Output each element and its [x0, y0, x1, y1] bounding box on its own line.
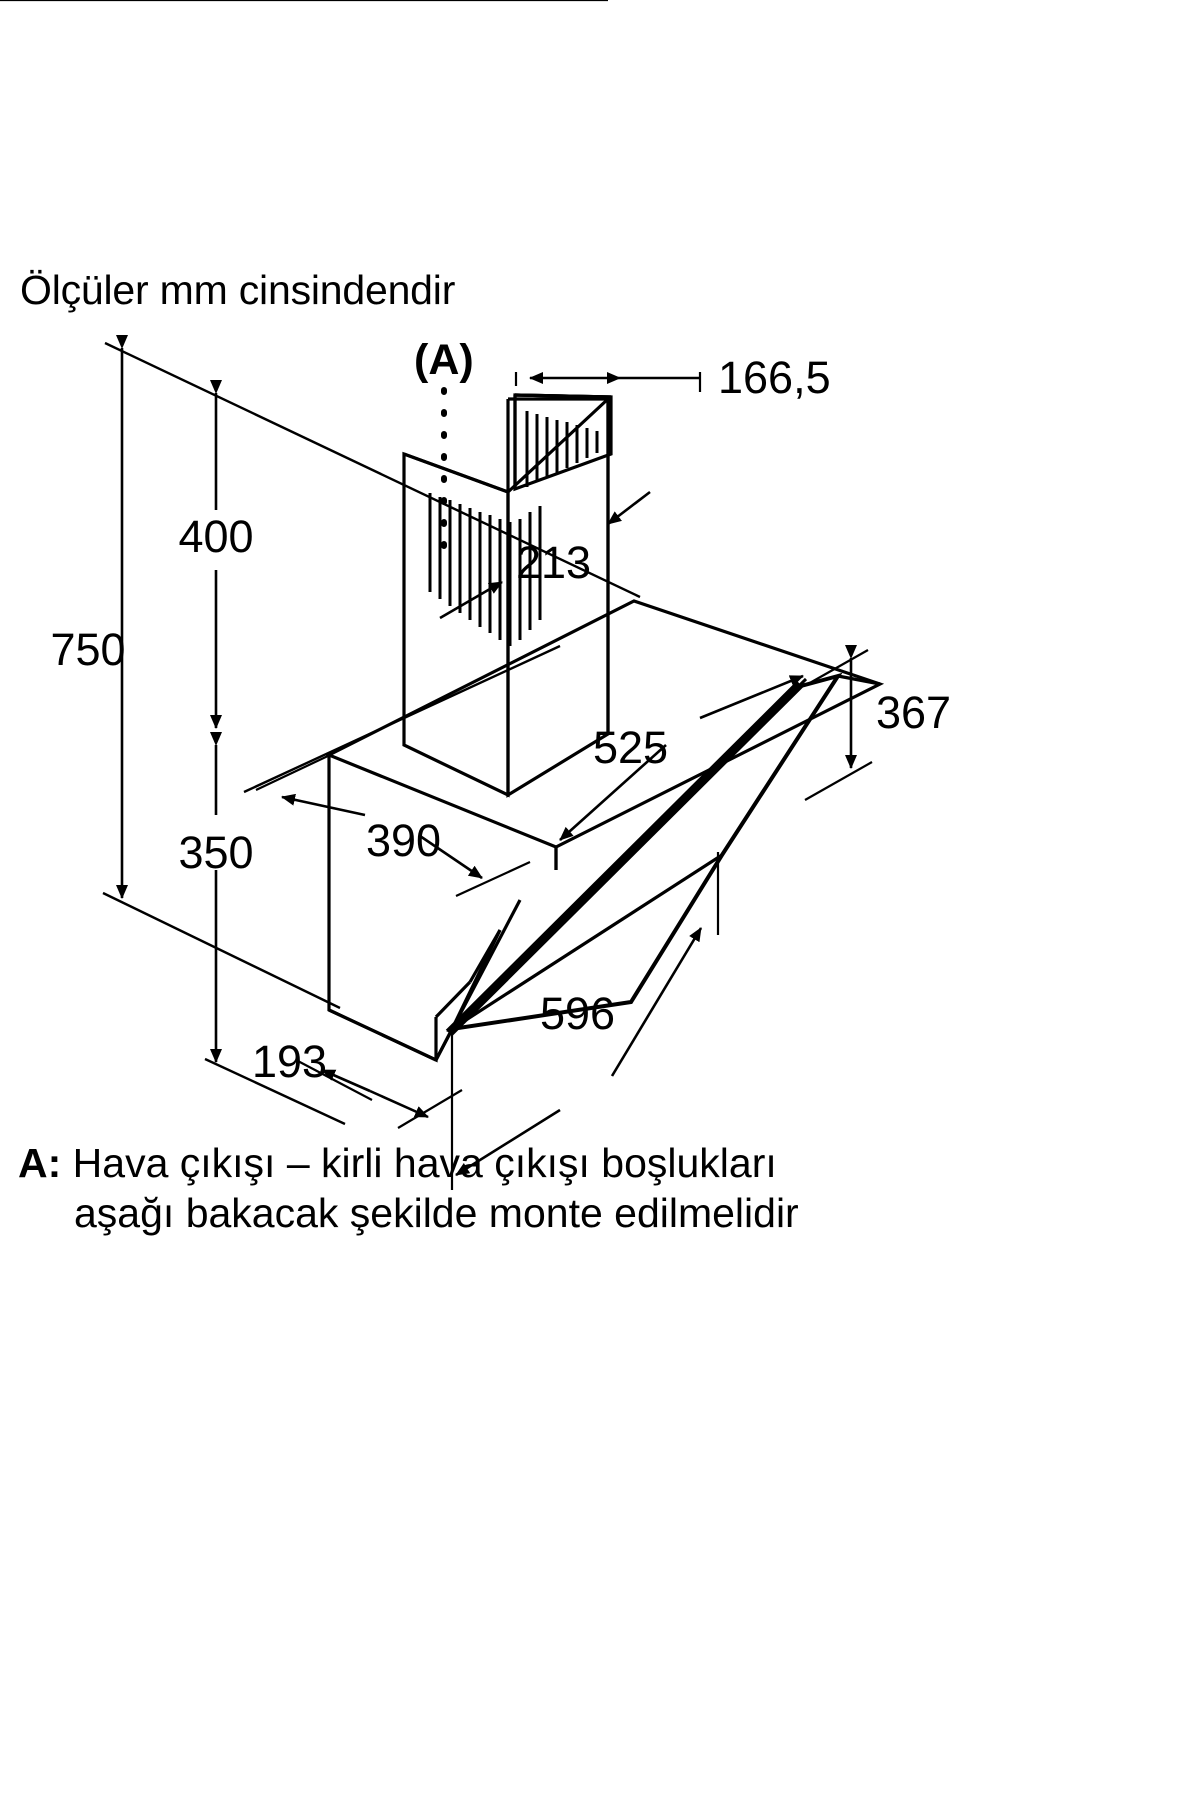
glass-panel [434, 672, 843, 1061]
dimension-213 [439, 490, 651, 620]
dimension-400-label: 400 [178, 511, 253, 562]
legend-text-2: aşağı bakacak şekilde monte edilmelidir [74, 1190, 799, 1237]
extension-lines-193 [295, 1059, 463, 1129]
air-outlet-slots-upper [525, 411, 599, 487]
legend-line-2: aşağı bakacak şekilde monte edilmelidir [18, 1188, 1018, 1238]
extension-line-top [104, 341, 641, 599]
legend-key: A: [18, 1140, 62, 1186]
air-outlet-slots-left [428, 493, 542, 646]
dimension-390-label: 390 [366, 815, 441, 866]
extension-lines-390 [255, 754, 531, 897]
callout-a-label: (A) [414, 336, 474, 384]
extension-lines-166-5 [0, 0, 702, 392]
dimension-193-label: 193 [252, 1036, 327, 1087]
dimension-193 [321, 1068, 429, 1119]
dimension-596 [455, 927, 703, 1177]
extension-line-350-bottom [204, 1057, 346, 1126]
dimension-350-label: 350 [178, 827, 253, 878]
chimney-top-opening [514, 393, 612, 399]
legend-block: A: Hava çıkışı – kirli hava çıkışı boşlu… [18, 1138, 1018, 1238]
legend-line-1: A: Hava çıkışı – kirli hava çıkışı boşlu… [18, 1138, 1018, 1188]
dimension-390 [281, 793, 483, 880]
dimension-367-label: 367 [876, 687, 951, 738]
glass-panel-back-edges [554, 674, 881, 870]
extension-line-750-bottom [102, 891, 341, 1010]
extension-lines-596 [450, 852, 720, 1190]
dimension-213-label: 213 [516, 537, 591, 588]
dimension-525 [559, 674, 804, 841]
extension-lines-367 [804, 649, 873, 801]
dimension-525-label: 525 [593, 722, 668, 773]
dimension-166-5-label: 166,5 [718, 352, 831, 403]
units-note: Ölçüler mm cinsindendir [20, 267, 456, 313]
legend-text-1: Hava çıkışı – kirli hava çıkışı boşlukla… [72, 1140, 777, 1186]
extension-line-mid [243, 644, 561, 794]
dimension-750-label: 750 [50, 624, 125, 675]
dimension-596-label: 596 [540, 988, 615, 1039]
